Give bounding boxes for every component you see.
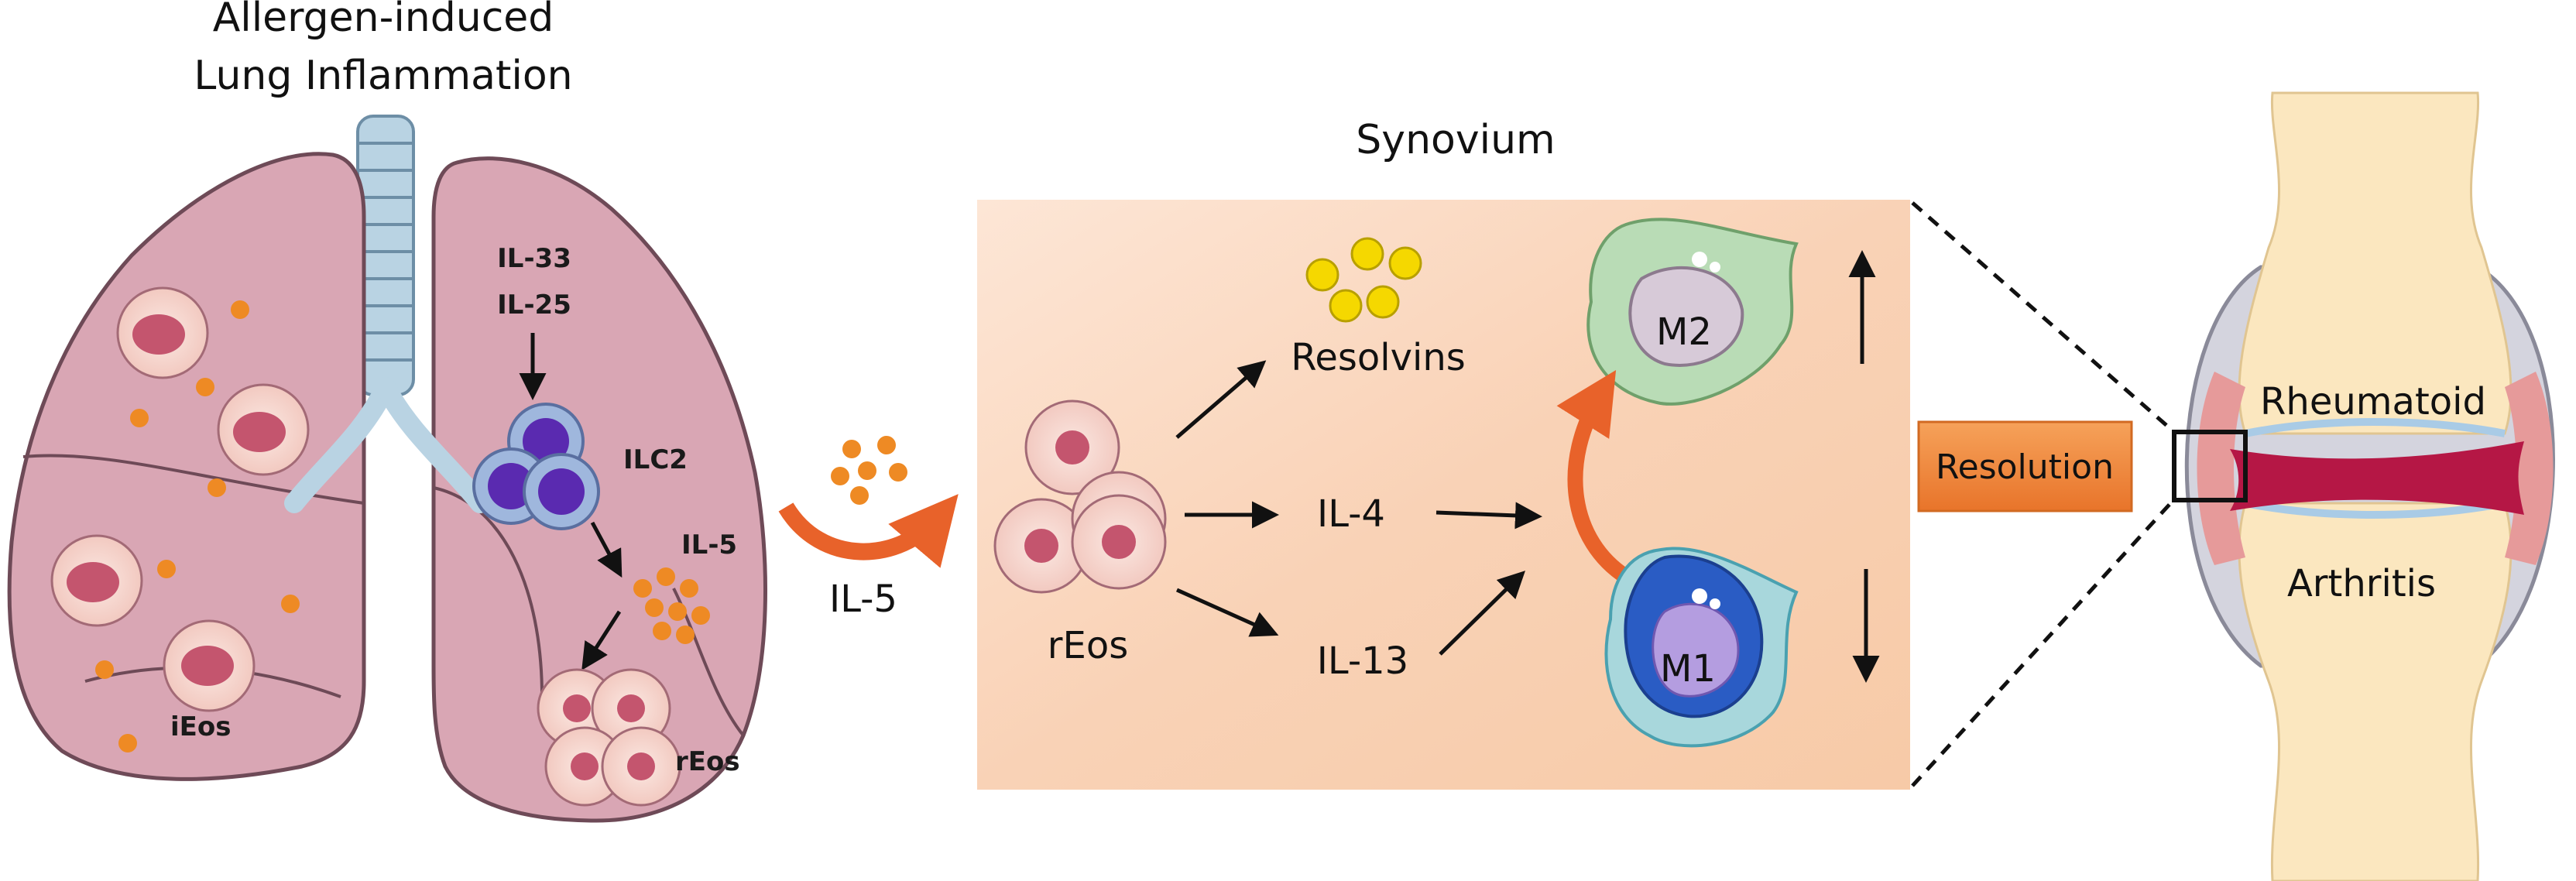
lung-title-line2: Lung Inflammation	[194, 53, 572, 99]
m1-to-m2-polarization-arrow	[1556, 369, 1631, 584]
m1-label: M1	[1660, 647, 1716, 691]
il33-label: IL-33	[497, 243, 571, 274]
m2-macrophage	[1586, 218, 1799, 406]
il5-curved-arrow	[778, 494, 959, 568]
ieos-cell	[163, 619, 256, 712]
il5-granules-left	[95, 300, 300, 752]
il4-to-macrophage-arrow	[1435, 502, 1542, 530]
arthritis-label: Arthritis	[2287, 562, 2436, 605]
ieos-cell	[116, 286, 209, 379]
resolvins-dots	[1305, 237, 1422, 323]
ieos-cell	[50, 534, 143, 627]
rheumatoid-label: Rheumatoid	[2260, 380, 2486, 423]
resolvins-label: Resolvins	[1291, 336, 1466, 379]
lung-title-line1: Allergen-induced	[213, 0, 554, 41]
ilc2-cells	[472, 403, 600, 530]
reos-cluster-lung	[537, 668, 681, 807]
zoom-lines	[1911, 201, 2176, 787]
zoom-region	[2172, 430, 2248, 502]
ieos-label: iEos	[170, 711, 231, 742]
il5-to-reos-arrow	[581, 610, 622, 670]
rheumatoid-joint: Rheumatoid Arthritis	[2172, 91, 2555, 881]
trachea	[356, 115, 415, 396]
resolution-label: Resolution	[1936, 447, 2114, 487]
il5-transfer: IL-5	[778, 436, 959, 621]
ieos-cell	[217, 383, 310, 476]
reos-label: rEos	[1048, 624, 1128, 667]
il13-label: IL-13	[1317, 639, 1408, 683]
m2-label: M2	[1656, 310, 1712, 354]
reos-to-il13-arrow	[1175, 588, 1279, 637]
il25-label: IL-25	[497, 290, 571, 321]
il5-transfer-label: IL-5	[829, 578, 897, 621]
ilc2-to-il5-arrow	[590, 521, 623, 578]
lung-illustration: Allergen-induced Lung Inflammation	[7, 0, 768, 823]
ilc2-label: ILC2	[623, 444, 688, 475]
reos-to-resolvins-arrow	[1175, 360, 1267, 439]
il5-small-label: IL-5	[681, 530, 737, 560]
synovium-title: Synovium	[1356, 117, 1555, 163]
m1-macrophage	[1604, 547, 1799, 748]
lower-bone	[2238, 502, 2513, 881]
synovium-panel: Synovium rEos Resolvins IL-4	[977, 117, 1910, 790]
reos-cluster-synovium	[993, 399, 1167, 594]
reos-small-label: rEos	[675, 746, 740, 777]
resolution-box: Resolution	[1917, 420, 2133, 512]
il5-granules-right	[633, 567, 710, 644]
inflamed-synovial-space	[2230, 441, 2524, 515]
il4-label: IL-4	[1317, 492, 1385, 536]
il13-to-macrophage-arrow	[1439, 571, 1525, 656]
